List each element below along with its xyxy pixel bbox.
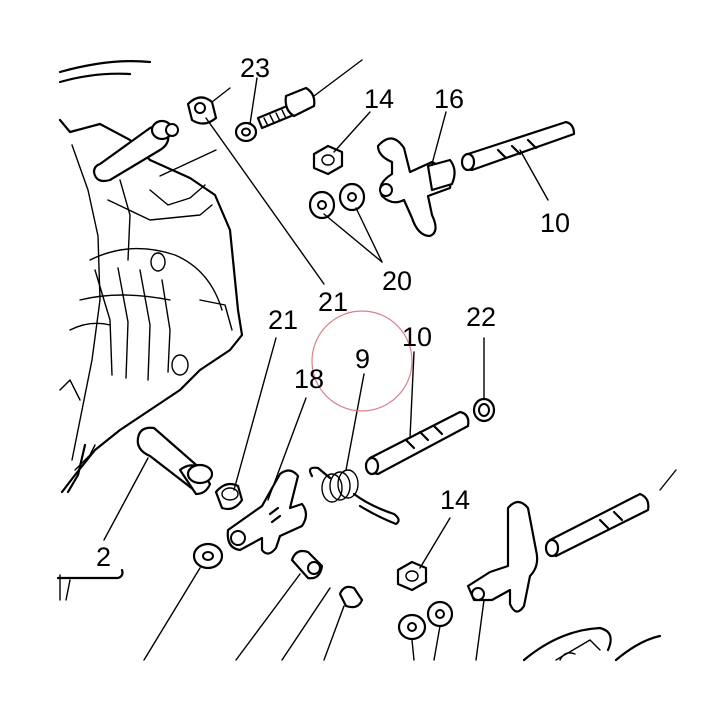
callout-21-left: 21 — [268, 305, 298, 335]
highlight-circle — [311, 310, 413, 412]
part-ring-22 — [472, 397, 496, 423]
callout-22: 22 — [466, 302, 496, 332]
part-bushing-lower — [214, 482, 244, 511]
part-bolt — [256, 86, 316, 130]
part-shaft-mid — [364, 410, 470, 476]
part-pin-2 — [136, 426, 214, 496]
callout-20: 20 — [382, 266, 412, 296]
part-nut-bottom — [396, 560, 428, 592]
part-shaft-top — [460, 120, 576, 172]
part-washers-20 — [308, 182, 366, 220]
part-spring — [308, 466, 400, 526]
callout-10-top: 10 — [540, 208, 570, 238]
callout-2: 2 — [96, 542, 111, 572]
part-nut-top — [312, 144, 344, 176]
part-washer-lower-left — [192, 542, 224, 570]
part-lever-lower — [466, 500, 539, 613]
part-washer-23 — [234, 121, 258, 143]
part-bushing-small — [290, 549, 324, 580]
callout-9: 9 — [355, 344, 370, 374]
engine-casing — [58, 60, 244, 494]
part-bushing-upper-a — [186, 96, 218, 125]
callout-21-upper: 21 — [318, 287, 348, 317]
part-spacer-small — [338, 585, 364, 609]
lower-edge-fragments — [56, 568, 662, 662]
part-shaft-lower — [544, 492, 650, 558]
part-pin-upper — [92, 119, 179, 183]
callout-18: 18 — [294, 364, 324, 394]
callout-16: 16 — [434, 84, 464, 114]
callout-14-top: 14 — [364, 84, 394, 114]
leader-lines — [59, 59, 677, 661]
part-lever-18 — [226, 469, 308, 555]
callout-10-mid: 10 — [402, 322, 432, 352]
callout-23: 23 — [240, 53, 270, 83]
part-lever-top — [376, 137, 456, 238]
callout-labels: 23 14 16 10 21 20 21 9 10 22 18 14 2 — [96, 53, 570, 572]
callout-14-bottom: 14 — [440, 485, 470, 515]
part-washers-lower — [397, 600, 454, 641]
